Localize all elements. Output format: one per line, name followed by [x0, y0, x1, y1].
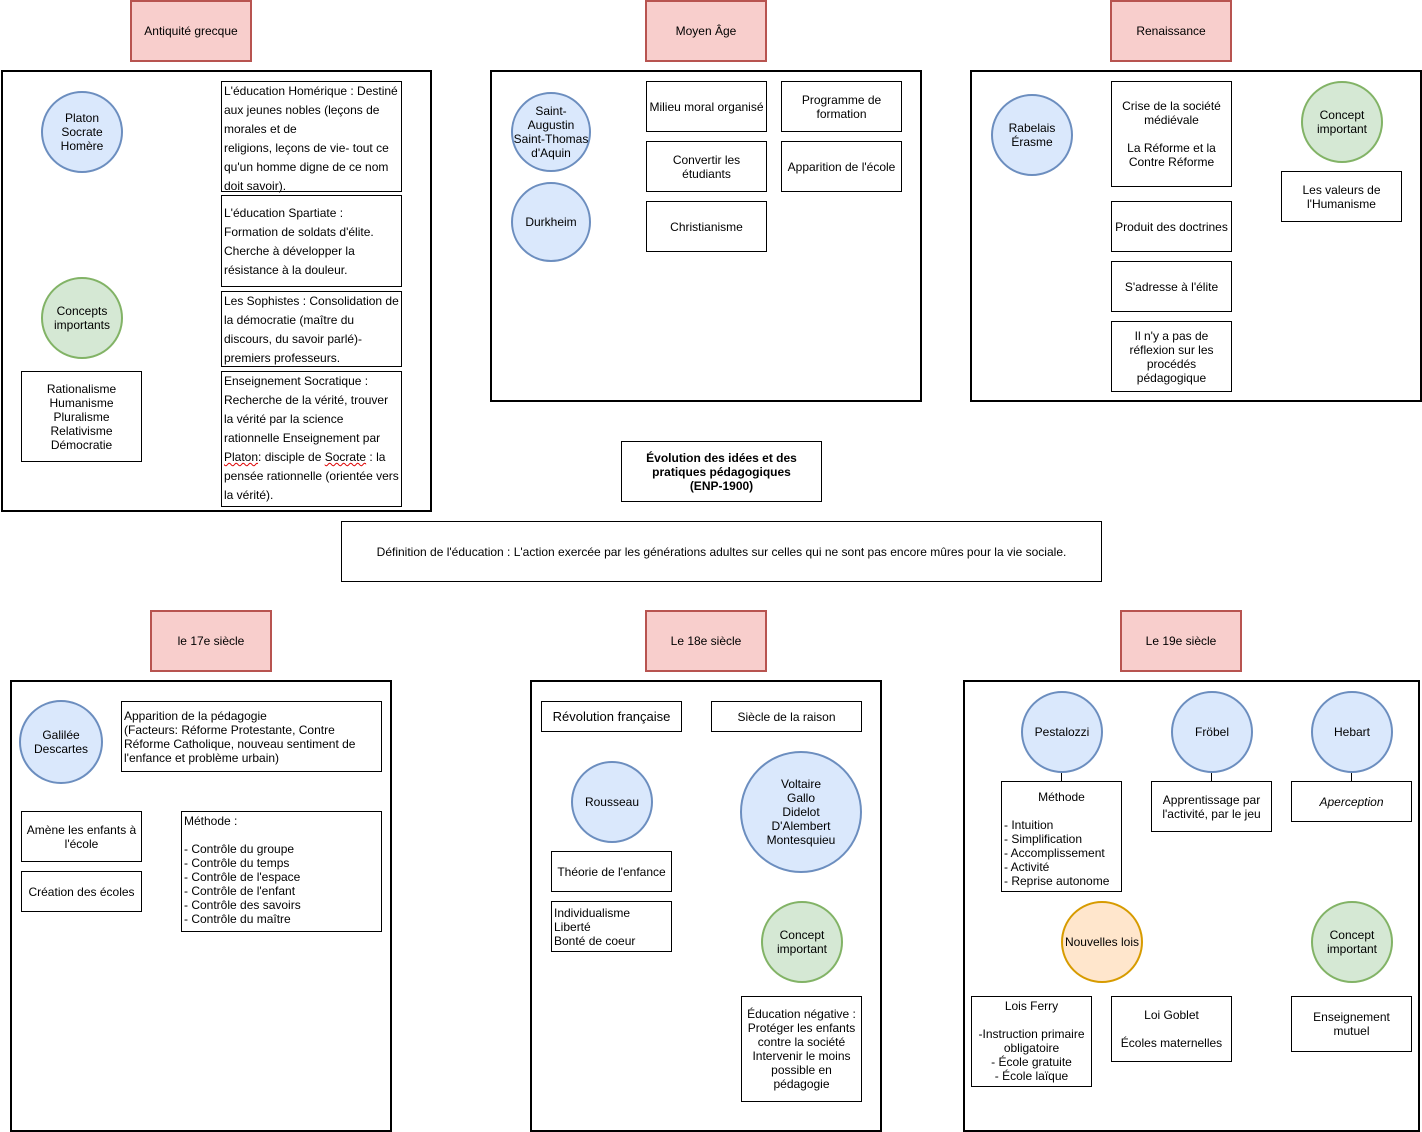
box-apparition-ecole[interactable]: Apparition de l'école	[781, 141, 902, 192]
circle-nouvelles-lois[interactable]: Nouvelles lois	[1061, 901, 1143, 983]
era-moyen-age[interactable]: Moyen Âge	[645, 0, 767, 62]
socratique-part-2b: : disciple de	[258, 450, 325, 464]
circle-rousseau[interactable]: Rousseau	[571, 761, 653, 843]
socratique-text: Enseignement Socratique : Recherche de l…	[224, 372, 399, 505]
box-creation-ecoles[interactable]: Création des écoles	[21, 871, 142, 912]
circle-philosophes-grecs[interactable]: Platon Socrate Homère	[41, 91, 123, 173]
socratique-socrate: Socrate	[324, 450, 367, 464]
circle-humanistes[interactable]: Rabelais Érasme	[991, 94, 1073, 176]
circle-pestalozzi[interactable]: Pestalozzi	[1021, 691, 1103, 773]
box-lois-ferry[interactable]: Lois Ferry -Instruction primaire obligat…	[971, 996, 1092, 1087]
era-18e-siecle[interactable]: Le 18e siècle	[645, 610, 767, 672]
box-education-spartiate[interactable]: L'éducation Spartiate : Formation de sol…	[221, 195, 402, 287]
box-enseignement-mutuel[interactable]: Enseignement mutuel	[1291, 996, 1412, 1052]
connector-pestalozzi	[1061, 771, 1062, 782]
era-19e-siecle[interactable]: Le 19e siècle	[1120, 610, 1242, 672]
socratique-part-1: Enseignement Socratique : Recherche de l…	[224, 374, 389, 445]
box-siecle-raison[interactable]: Siècle de la raison	[711, 701, 862, 732]
box-revolution-francaise[interactable]: Révolution française	[541, 701, 682, 732]
circle-galilee-descartes[interactable]: Galilée Descartes	[19, 700, 103, 784]
box-convertir[interactable]: Convertir les étudiants	[646, 141, 767, 192]
circle-concept-important-19e[interactable]: Concept important	[1311, 901, 1393, 983]
box-milieu-moral[interactable]: Milieu moral organisé	[646, 81, 767, 132]
box-produit-doctrines[interactable]: Produit des doctrines	[1111, 201, 1232, 252]
box-sophistes[interactable]: Les Sophistes : Consolidation de la démo…	[221, 291, 402, 367]
box-christianisme[interactable]: Christianisme	[646, 201, 767, 252]
circle-saints[interactable]: Saint-Augustin Saint-Thomas d'Aquin	[511, 92, 591, 172]
box-apparition-pedagogie[interactable]: Apparition de la pédagogie (Facteurs: Ré…	[121, 701, 382, 772]
box-valeurs-humanisme[interactable]: Les valeurs de l'Humanisme	[1281, 171, 1402, 222]
socratique-part-2a: Enseignement par	[282, 431, 381, 445]
connector-hebart	[1351, 771, 1352, 782]
box-methode-controle[interactable]: Méthode : - Contrôle du groupe - Contrôl…	[181, 811, 382, 932]
era-antiquite[interactable]: Antiquité grecque	[130, 0, 252, 62]
circle-concepts-importants[interactable]: Concepts importants	[41, 277, 123, 359]
era-renaissance[interactable]: Renaissance	[1110, 0, 1232, 62]
definition-education[interactable]: Définition de l'éducation : L'action exe…	[341, 521, 1102, 582]
era-17e-siecle[interactable]: le 17e siècle	[150, 610, 272, 672]
main-title[interactable]: Évolution des idées et des pratiques péd…	[621, 441, 822, 502]
box-loi-goblet[interactable]: Loi Goblet Écoles maternelles	[1111, 996, 1232, 1062]
box-amene-enfants[interactable]: Amène les enfants à l'école	[21, 811, 142, 862]
box-education-homerique[interactable]: L'éducation Homérique : Destiné aux jeun…	[221, 81, 402, 193]
socratique-part-2c: : la pensée rationnelle (orientée vers l…	[224, 450, 399, 502]
circle-concept-important-renaissance[interactable]: Concept important	[1301, 81, 1383, 163]
box-reflexion[interactable]: Il n'y a pas de réflexion sur les procéd…	[1111, 321, 1232, 392]
connector-frobel	[1211, 771, 1212, 782]
box-elite[interactable]: S'adresse à l'élite	[1111, 261, 1232, 312]
box-methode-pestalozzi[interactable]: Méthode - Intuition - Simplification - A…	[1001, 781, 1122, 892]
box-programme-formation[interactable]: Programme de formation	[781, 81, 902, 132]
circle-frobel[interactable]: Fröbel	[1171, 691, 1253, 773]
box-crise-societe[interactable]: Crise de la société médiévale La Réforme…	[1111, 81, 1232, 187]
methode-title: Méthode	[1038, 789, 1085, 804]
box-theorie-enfance[interactable]: Théorie de l'enfance	[551, 851, 672, 892]
methode-list: - Intuition - Simplification - Accomplis…	[1004, 817, 1110, 888]
box-apprentissage-activite[interactable]: Apprentissage par l'activité, par le jeu	[1151, 781, 1272, 832]
circle-durkheim[interactable]: Durkheim	[511, 182, 591, 262]
circle-concept-important-18e[interactable]: Concept important	[761, 901, 843, 983]
socratique-platon: Platon	[224, 450, 259, 464]
circle-hebart[interactable]: Hebart	[1311, 691, 1393, 773]
box-enseignement-socratique[interactable]: Enseignement Socratique : Recherche de l…	[221, 371, 402, 507]
box-aperception[interactable]: Aperception	[1291, 781, 1412, 822]
circle-philosophes-lumieres[interactable]: Voltaire Gallo Didelot D'Alembert Montes…	[740, 751, 862, 873]
box-valeurs-rousseau[interactable]: Individualisme Liberté Bonté de coeur	[551, 901, 672, 952]
box-concepts-list[interactable]: Rationalisme Humanisme Pluralisme Relati…	[21, 371, 142, 462]
box-education-negative[interactable]: Éducation négative : Protéger les enfant…	[741, 996, 862, 1102]
